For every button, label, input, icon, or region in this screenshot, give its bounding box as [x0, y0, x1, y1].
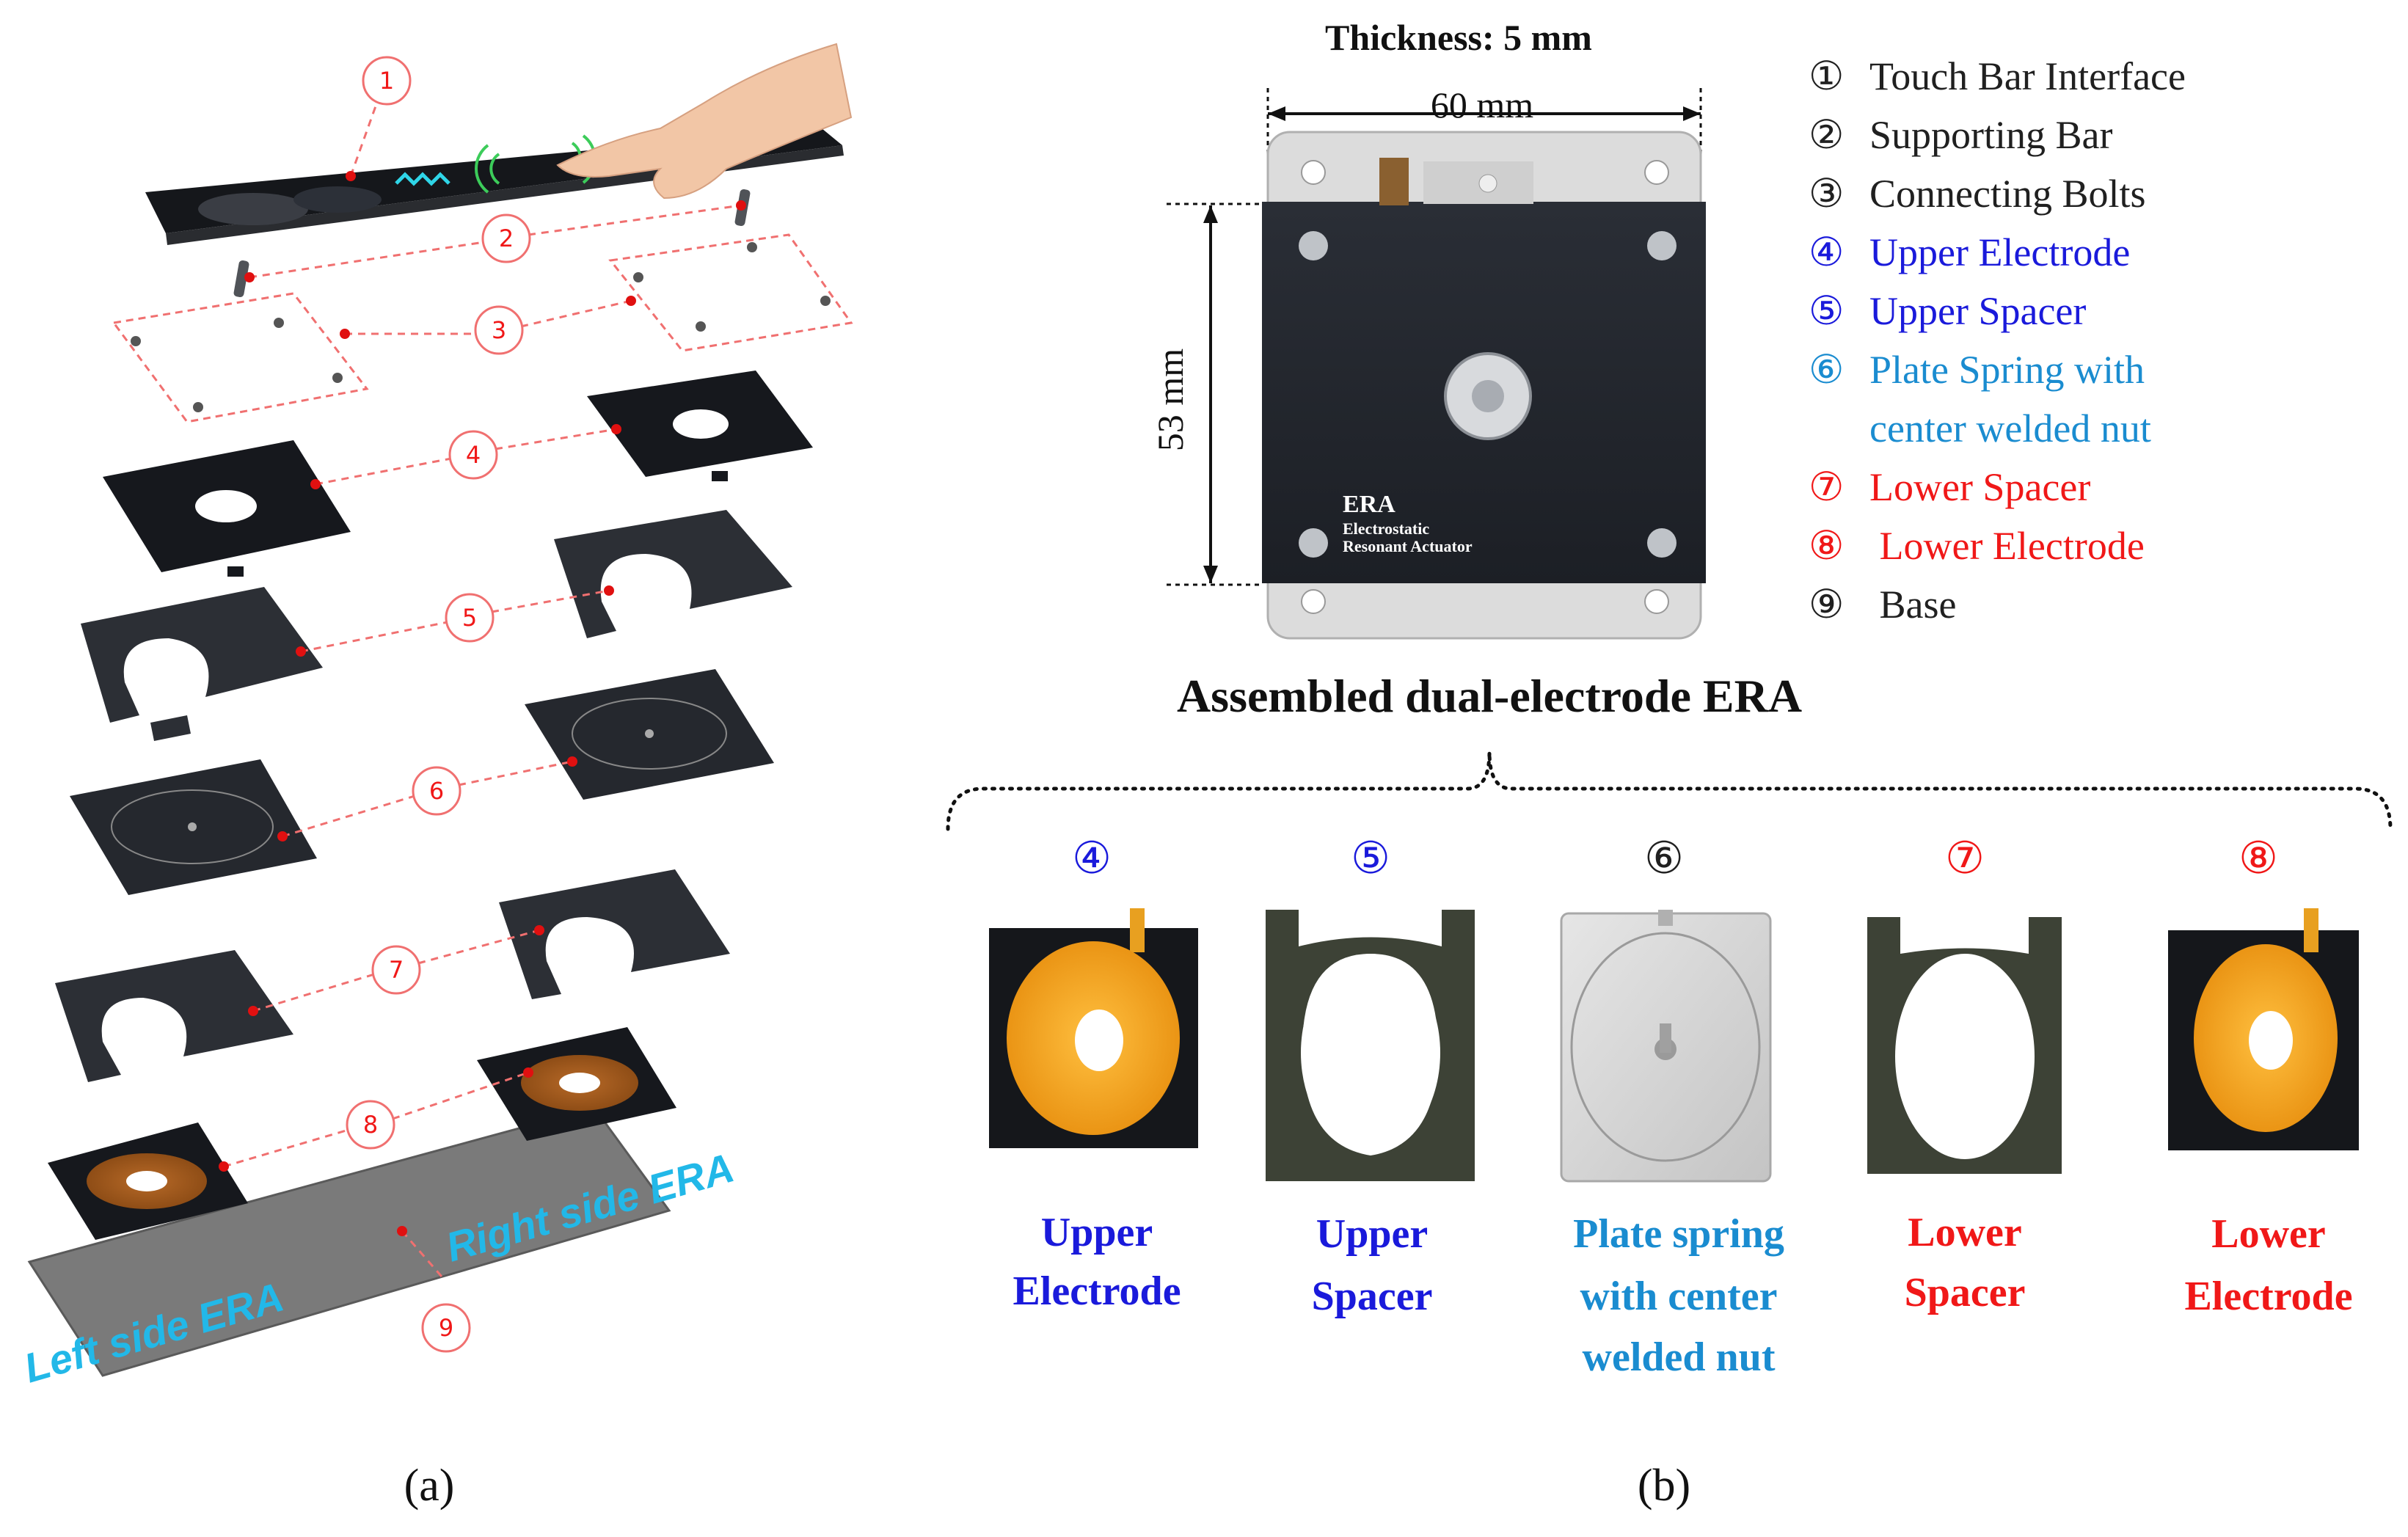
- legend-text-4: Upper Electrode: [1869, 230, 2130, 274]
- legend-text-7: Lower Spacer: [1869, 465, 2090, 509]
- comp-label-4b: Electrode: [1013, 1268, 1181, 1314]
- legend-glyph-4: ④: [1809, 230, 1844, 274]
- comp-glyph-8: ⑧: [2239, 833, 2278, 884]
- comp-label-6b: with center: [1580, 1274, 1777, 1319]
- lower-electrode-photo: [2168, 908, 2359, 1150]
- thickness-label: Thickness: 5 mm: [1325, 17, 1592, 58]
- legend-text-3: Connecting Bolts: [1869, 172, 2146, 216]
- callout-1: 1: [379, 67, 394, 95]
- caption-a: (a): [404, 1461, 455, 1511]
- comp-label-8a: Lower: [2211, 1211, 2326, 1257]
- comp-glyph-5: ⑤: [1351, 833, 1390, 884]
- legend-glyph-9: ⑨: [1809, 583, 1844, 627]
- legend-text-9: Base: [1869, 583, 1956, 627]
- comp-label-6a: Plate spring: [1573, 1211, 1784, 1257]
- lower-electrode-right: [477, 1027, 676, 1141]
- component-labels: Upper Electrode Upper Spacer Plate sprin…: [1013, 1210, 2352, 1380]
- component-legend: ① Touch Bar Interface ② Supporting Bar ③…: [1809, 54, 2186, 627]
- callout-8: 8: [363, 1111, 378, 1139]
- comp-label-7b: Spacer: [1905, 1270, 2026, 1315]
- base-plate: [27, 1106, 671, 1377]
- callout-5: 5: [462, 604, 477, 632]
- callout-4: 4: [466, 441, 481, 469]
- callout-2: 2: [499, 224, 514, 252]
- bolt-group-right: [608, 233, 853, 352]
- legend-glyph-7: ⑦: [1809, 465, 1844, 509]
- upper-electrode-right: [587, 370, 813, 481]
- supporting-bar-left: [233, 260, 249, 298]
- legend-text-2: Supporting Bar: [1869, 113, 2113, 157]
- callout-7: 7: [389, 956, 404, 984]
- comp-label-5a: Upper: [1316, 1211, 1428, 1257]
- comp-glyph-7: ⑦: [1945, 833, 1985, 884]
- callout-9: 9: [439, 1314, 453, 1342]
- legend-glyph-2: ②: [1809, 113, 1844, 157]
- plate-spring-photo: [1560, 910, 1772, 1183]
- dotted-brace: [946, 751, 2393, 831]
- lower-spacer-photo: [1867, 917, 2062, 1174]
- upper-electrode-left: [103, 440, 351, 577]
- callout-circles: [346, 56, 531, 1353]
- legend-glyph-5: ⑤: [1809, 289, 1844, 333]
- lower-electrode-left: [48, 1122, 248, 1240]
- callout-3: 3: [492, 316, 506, 344]
- legend-text-5: Upper Spacer: [1869, 289, 2086, 333]
- comp-label-6c: welded nut: [1583, 1335, 1776, 1380]
- comp-label-5b: Spacer: [1312, 1274, 1433, 1319]
- upper-spacer-photo: [1266, 910, 1475, 1181]
- upper-spacer-left: [81, 587, 323, 741]
- caption-b: (b): [1638, 1461, 1690, 1511]
- plate-spring-left: [70, 759, 317, 895]
- assembled-title: Assembled dual-electrode ERA: [1177, 670, 1802, 722]
- callout-dots: [219, 171, 746, 1236]
- comp-label-4a: Upper: [1041, 1210, 1153, 1255]
- callout-6: 6: [429, 777, 444, 805]
- legend-text-6b: center welded nut: [1869, 406, 2151, 450]
- assembled-device-photo: ERA Electrostatic Resonant Actuator: [1262, 131, 1706, 640]
- lower-spacer-left: [55, 950, 293, 1082]
- legend-text-6: Plate Spring with: [1869, 348, 2145, 392]
- device-sub1: Electrostatic: [1343, 519, 1429, 538]
- legend-glyph-8: ⑧: [1809, 524, 1844, 568]
- comp-glyph-6: ⑥: [1644, 833, 1684, 884]
- device-title: ERA: [1343, 491, 1395, 518]
- legend-glyph-1: ①: [1809, 54, 1844, 98]
- callout-connectors: [223, 93, 742, 1277]
- legend-glyph-3: ③: [1809, 172, 1844, 216]
- upper-spacer-right: [554, 510, 792, 638]
- legend-glyph-6: ⑥: [1809, 348, 1844, 392]
- upper-electrode-photo: [989, 908, 1198, 1148]
- plate-spring-right: [525, 669, 774, 800]
- bolts: [131, 242, 831, 412]
- bolt-group-left: [112, 292, 369, 423]
- lower-spacer-right: [499, 869, 730, 999]
- legend-text-8: Lower Electrode: [1869, 524, 2145, 568]
- finger-hand-icon: [556, 43, 853, 200]
- panel-a-exploded-view: 1 2 3 4 5 6 7 8 9 Left side ERA Right si…: [19, 43, 853, 1511]
- comp-glyph-4: ④: [1072, 833, 1112, 884]
- callout-numbers: 1 2 3 4 5 6 7 8 9: [363, 67, 514, 1342]
- legend-text-1: Touch Bar Interface: [1869, 54, 2186, 98]
- component-numbers: ④ ⑤ ⑥ ⑦ ⑧: [1072, 833, 2278, 884]
- comp-label-8b: Electrode: [2184, 1274, 2352, 1319]
- width-dim-label: 60 mm: [1431, 84, 1533, 125]
- panel-b-assembled-era: Thickness: 5 mm 60 mm 53 mm: [946, 17, 2393, 1511]
- device-sub2: Resonant Actuator: [1343, 537, 1473, 555]
- comp-label-7a: Lower: [1908, 1210, 2022, 1255]
- height-dim-label: 53 mm: [1150, 348, 1191, 451]
